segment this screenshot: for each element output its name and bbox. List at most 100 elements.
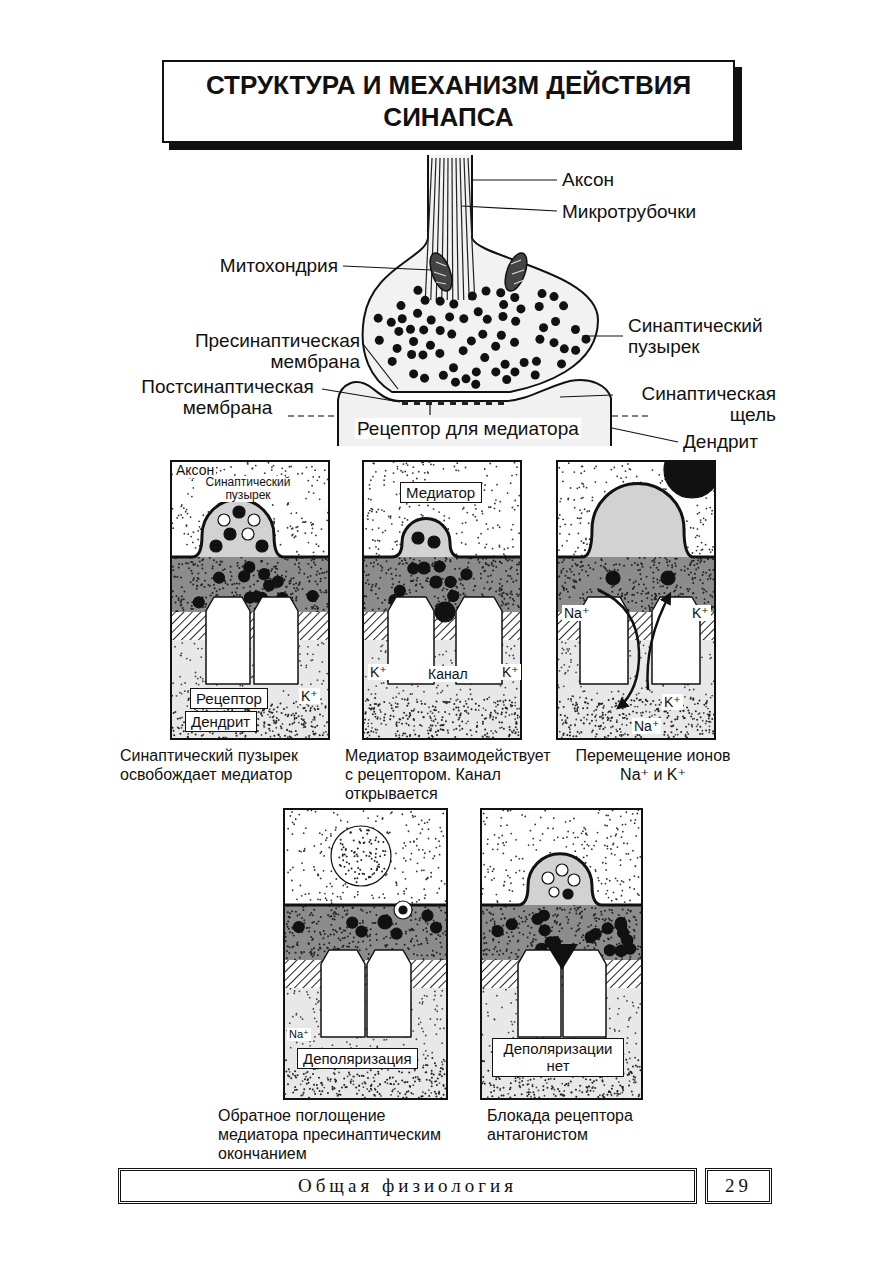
drawing-part: [434, 262, 446, 284]
vesicle: [535, 302, 544, 311]
drawing-part: [409, 693, 411, 695]
drawing-part: [279, 736, 281, 738]
drawing-part: [423, 691, 425, 693]
drawing-part: [499, 526, 501, 528]
drawing-part: [364, 607, 365, 609]
drawing-part: [375, 693, 377, 695]
drawing-part: [435, 725, 437, 727]
vesicle: [482, 287, 491, 296]
drawing-part: [235, 732, 237, 734]
drawing-part: [443, 520, 445, 522]
drawing-part: [295, 717, 297, 719]
drawing-part: [176, 695, 178, 697]
drawing-part: [313, 716, 315, 718]
drawing-part: [186, 524, 188, 526]
drawing-part: [197, 565, 199, 567]
drawing-part: [261, 734, 263, 736]
receptor-mark: [438, 401, 444, 405]
drawing-part: [317, 708, 319, 710]
drawing-part: [373, 462, 375, 464]
drawing-part: [279, 702, 281, 704]
drawing-part: [181, 642, 183, 644]
drawing-part: [488, 506, 490, 508]
drawing-part: [173, 730, 175, 732]
drawing-part: [367, 579, 369, 581]
drawing-part: [251, 676, 253, 678]
drawing-part: [192, 542, 194, 544]
box-text: Рецептор: [196, 690, 262, 707]
drawing-part: [191, 561, 193, 563]
drawing-part: [517, 573, 519, 575]
drawing-part: [582, 335, 623, 336]
drawing-part: [227, 584, 229, 586]
drawing-part: [402, 690, 404, 692]
drawing-part: [383, 479, 385, 481]
drawing-part: [402, 735, 404, 737]
drawing-part: [445, 650, 447, 652]
drawing-part: [462, 593, 464, 595]
drawing-part: [465, 722, 467, 724]
vesicle: [535, 335, 544, 344]
drawing-part: [284, 735, 286, 737]
drawing-part: [233, 583, 235, 585]
vesicle: [510, 293, 519, 302]
drawing-part: [312, 659, 314, 661]
drawing-part: [197, 572, 199, 574]
drawing-part: [512, 524, 514, 526]
drawing-part: [219, 589, 221, 591]
drawing-part: [179, 733, 181, 735]
vesicle: [538, 289, 547, 298]
drawing-part: [368, 574, 370, 576]
drawing-part: [292, 527, 294, 529]
drawing-part: [197, 577, 199, 579]
drawing-part: [209, 557, 211, 559]
drawing-part: [514, 645, 516, 647]
drawing-part: [310, 725, 312, 727]
drawing-part: [295, 597, 297, 599]
drawing-part: [503, 694, 505, 696]
drawing-part: [418, 471, 420, 473]
drawing-part: [275, 567, 277, 569]
drawing-part: [292, 533, 294, 535]
drawing-part: [301, 684, 303, 686]
drawing-part: [518, 708, 520, 710]
drawing-part: [516, 466, 518, 468]
drawing-part: [319, 498, 321, 500]
drawing-part: [422, 587, 424, 589]
drawing-part: [443, 468, 445, 470]
drawing-part: [491, 581, 493, 583]
drawing-part: [391, 578, 393, 580]
drawing-part: [430, 464, 432, 466]
drawing-part: [398, 734, 400, 736]
receptor-mark: [414, 401, 420, 405]
drawing-part: [290, 465, 292, 467]
drawing-part: [324, 577, 326, 579]
drawing-part: [305, 736, 307, 738]
drawing-part: [287, 736, 289, 738]
drawing-part: [261, 715, 263, 717]
drawing-part: [314, 604, 316, 606]
drawing-part: [311, 721, 313, 723]
drawing-part: [497, 524, 499, 526]
drawing-part: [481, 510, 483, 512]
drawing-part: [489, 714, 491, 716]
drawing-part: [325, 558, 327, 560]
synaptic-vesicles: [374, 286, 591, 389]
drawing-part: [372, 519, 374, 521]
drawing-part: [298, 562, 300, 564]
drawing-part: [418, 736, 420, 738]
drawing-part: [298, 584, 300, 586]
drawing-part: [312, 730, 314, 732]
drawing-part: [371, 590, 373, 592]
drawing-part: [238, 567, 240, 569]
drawing-part: [396, 466, 398, 468]
drawing-part: [253, 584, 255, 586]
drawing-part: [512, 681, 514, 683]
drawing-part: [507, 607, 509, 609]
drawing-part: [181, 652, 183, 654]
drawing-part: [187, 562, 189, 564]
drawing-part: [179, 692, 181, 694]
drawing-part: [368, 583, 370, 585]
drawing-part: [318, 476, 320, 478]
drawing-part: [236, 735, 238, 737]
